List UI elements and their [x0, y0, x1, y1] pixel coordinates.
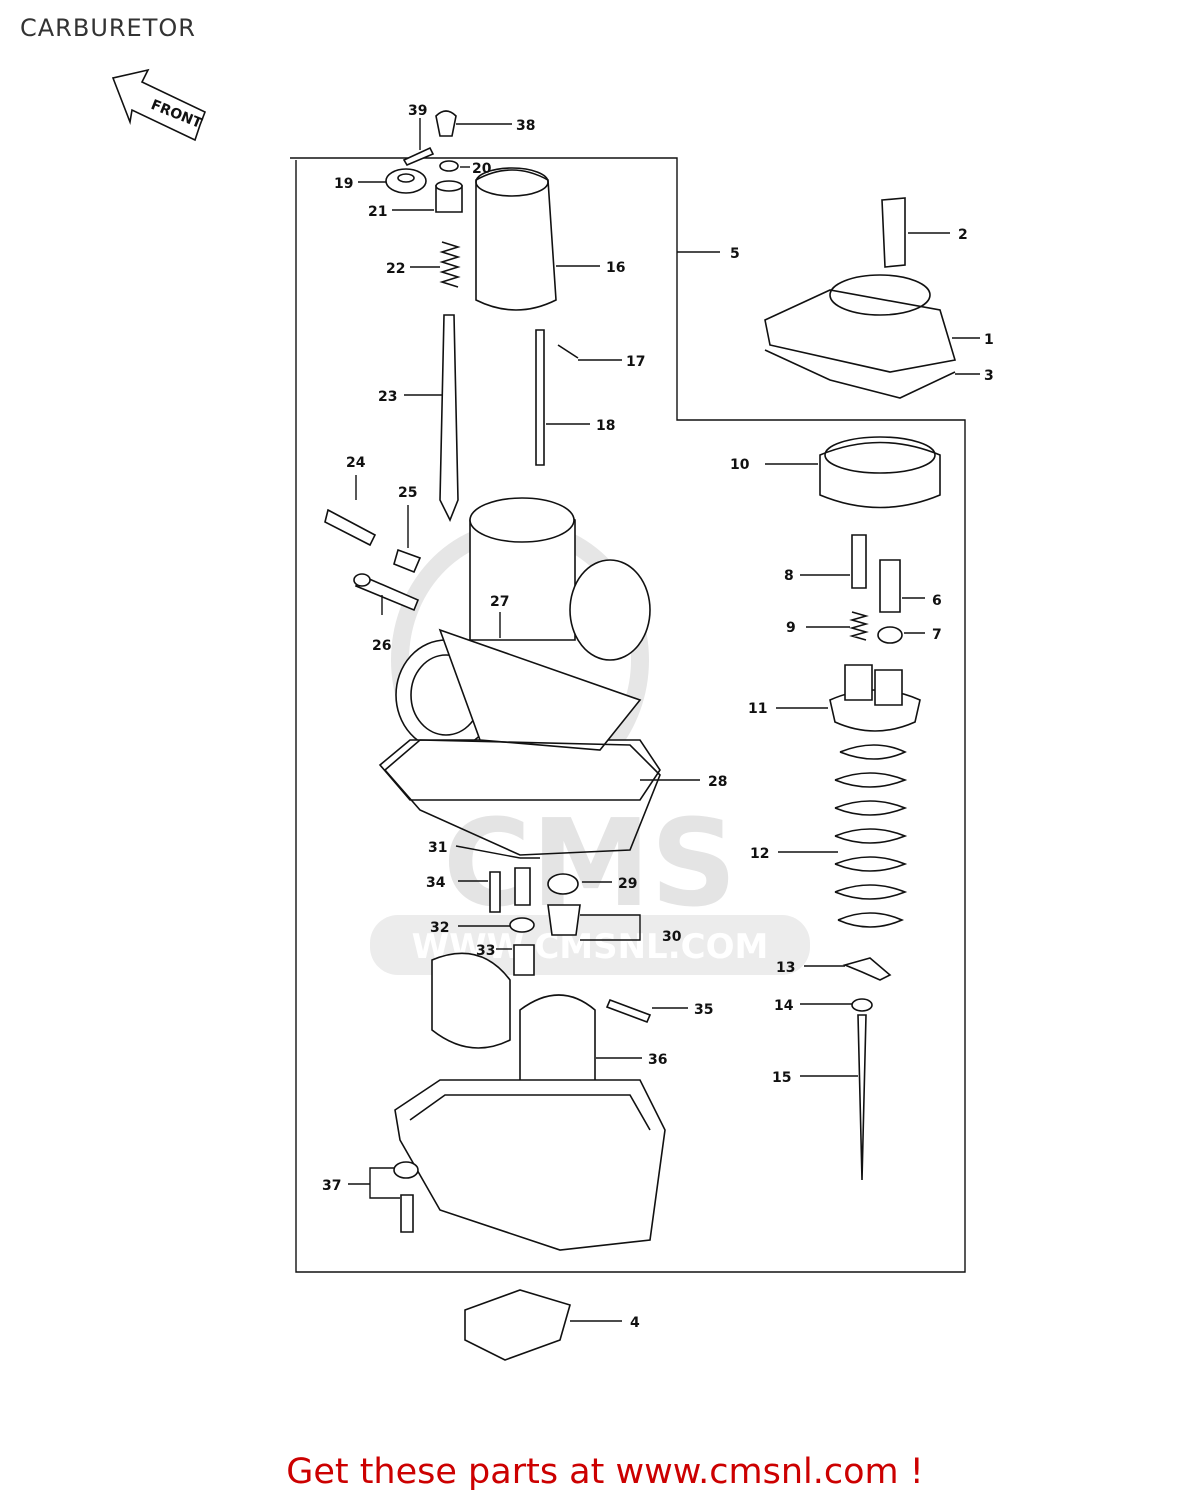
part-10-ring-nut — [819, 436, 941, 509]
callout-26: 26 — [372, 638, 391, 654]
part-28-gasket — [383, 739, 661, 856]
callout-24: 24 — [346, 455, 366, 471]
callout-28: 28 — [708, 774, 727, 790]
callout-22: 22 — [386, 261, 405, 277]
part-2-knob — [881, 197, 906, 268]
footer-promo-text[interactable]: Get these parts at www.cmsnl.com ! — [286, 1452, 924, 1492]
part-17-clip — [557, 344, 579, 359]
part-12-spring — [834, 744, 908, 928]
callout-35: 35 — [694, 1002, 713, 1018]
callout-19: 19 — [334, 176, 353, 192]
part-15-needle — [857, 1014, 867, 1181]
callout-16: 16 — [606, 260, 625, 276]
part-float-left — [431, 952, 511, 1049]
part-22-spring — [439, 241, 461, 288]
callout-3: 3 — [984, 368, 994, 384]
part-33-jet — [513, 944, 535, 976]
part-18-stem — [535, 329, 545, 466]
part-37-screw-washer — [393, 1161, 419, 1233]
part-24-screw — [324, 508, 377, 547]
callout-2: 2 — [958, 227, 968, 243]
callout-30: 30 — [662, 929, 682, 945]
callout-12: 12 — [750, 846, 769, 862]
callout-31: 31 — [428, 840, 447, 856]
callout-21: 21 — [368, 204, 387, 220]
callout-32: 32 — [430, 920, 449, 936]
page-title: CARBURETOR — [20, 14, 196, 42]
part-6-screw — [879, 559, 901, 613]
assembly-outline — [290, 157, 966, 1273]
part-20-washer — [439, 160, 459, 172]
part-32-oring — [509, 917, 535, 933]
callout-33: 33 — [476, 943, 495, 959]
callout-18: 18 — [596, 418, 615, 434]
callout-23: 23 — [378, 389, 397, 405]
callout-17: 17 — [626, 354, 645, 370]
callout-29: 29 — [618, 876, 637, 892]
part-25-spring — [393, 548, 422, 574]
callout-14: 14 — [774, 998, 794, 1014]
part-26-bolt — [353, 573, 420, 612]
part-1-top-cover — [764, 274, 957, 373]
part-main-carb-body — [378, 497, 661, 801]
callout-4: 4 — [630, 1315, 640, 1331]
callout-13: 13 — [776, 960, 795, 976]
callout-5: 5 — [730, 246, 740, 262]
part-35-pin — [605, 998, 652, 1024]
watermark-logo-text: CMS — [443, 795, 737, 934]
callout-10: 10 — [730, 457, 750, 473]
callout-20: 20 — [472, 161, 492, 177]
part-jet-needle-valve — [514, 867, 531, 906]
callout-8: 8 — [784, 568, 794, 584]
callout-36: 36 — [648, 1052, 667, 1068]
callout-7: 7 — [932, 627, 942, 643]
part-23-cable — [439, 314, 459, 522]
part-29-washer — [547, 873, 579, 895]
part-7-nut — [877, 626, 903, 644]
callout-34: 34 — [426, 875, 446, 891]
part-8-screw — [851, 534, 867, 589]
part-19-nut — [385, 168, 427, 194]
part-34-jet — [489, 871, 501, 913]
callout-25: 25 — [398, 485, 417, 501]
part-30-jet-holder — [547, 904, 581, 936]
part-4-cap — [464, 1289, 571, 1361]
callout-15: 15 — [772, 1070, 791, 1086]
part-float-bowl — [394, 1079, 666, 1251]
part-11-throttle-valve-top — [829, 664, 921, 732]
part-9-spring — [849, 611, 869, 641]
part-14-clip — [851, 998, 873, 1012]
part-16-cap-body — [475, 167, 557, 311]
callout-27: 27 — [490, 594, 509, 610]
callout-11: 11 — [748, 701, 767, 717]
part-13-clip — [842, 957, 892, 981]
callout-39: 39 — [408, 103, 427, 119]
leader-lines — [348, 118, 980, 1322]
callout-1: 1 — [984, 332, 994, 348]
part-38-cap — [435, 110, 457, 137]
callout-38: 38 — [516, 118, 535, 134]
callout-6: 6 — [932, 593, 942, 609]
part-3-gasket — [764, 349, 956, 399]
part-39-clip — [402, 146, 435, 167]
callout-9: 9 — [786, 620, 796, 636]
callout-labels: 2 1 3 4 5 6 7 8 9 10 11 12 13 14 15 16 1… — [322, 103, 994, 1331]
callout-37: 37 — [322, 1178, 341, 1194]
part-21-adjuster — [435, 180, 463, 213]
front-arrow-icon: FRONT — [111, 68, 207, 142]
